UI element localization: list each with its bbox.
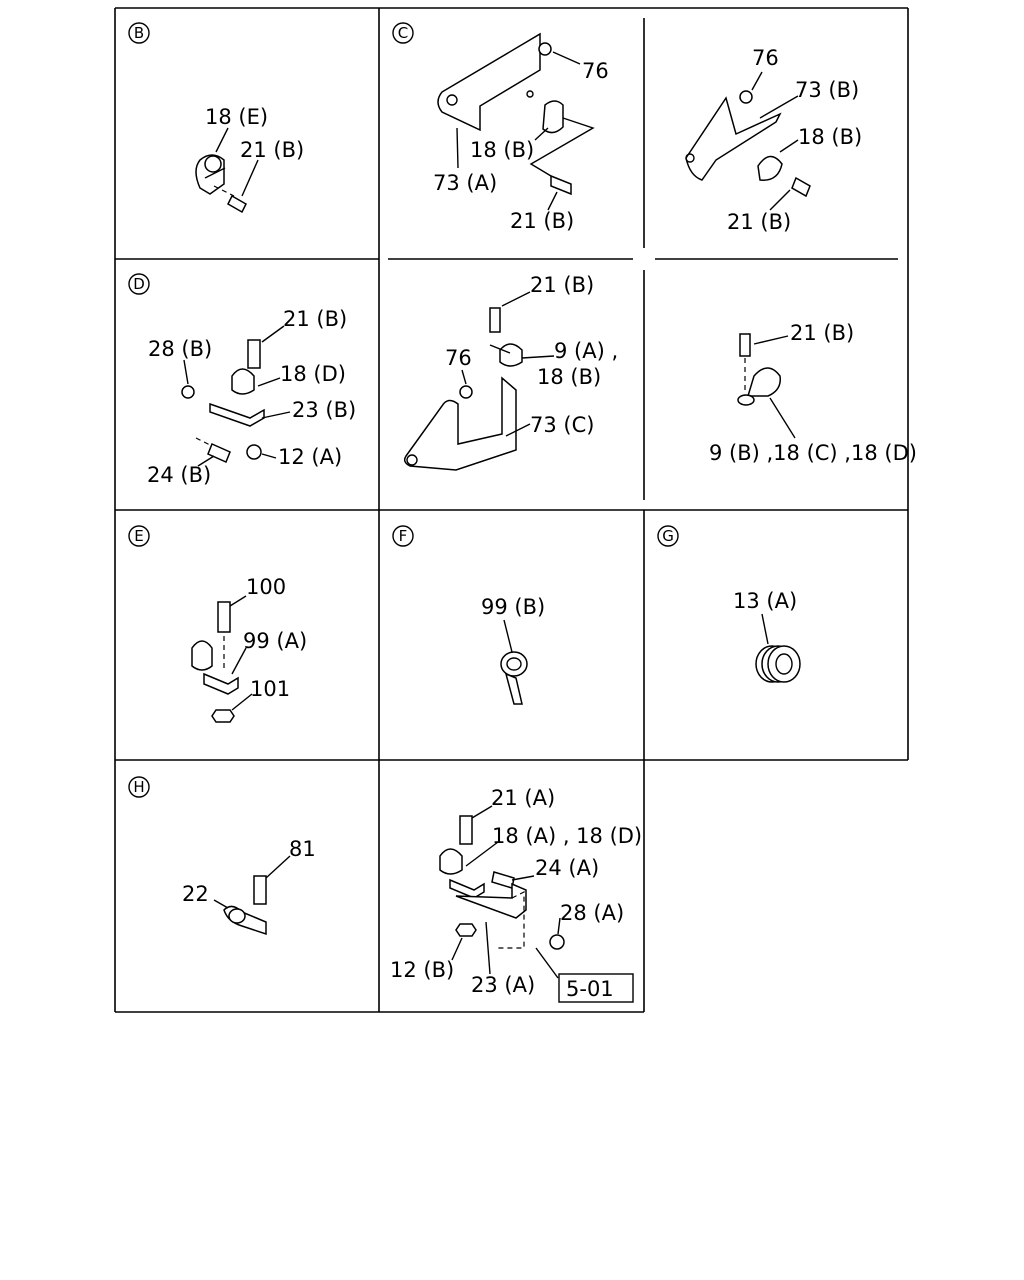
label-21b: 21 (B) — [240, 138, 304, 162]
label-101: 101 — [250, 677, 290, 701]
grid-frame — [114, 7, 909, 1013]
label-73a: 73 (A) — [433, 171, 497, 195]
svg-text:D: D — [133, 275, 145, 293]
label-18a-18d: 18 (A) , 18 (D) — [492, 824, 642, 848]
section-e-drawing — [191, 595, 253, 723]
label-18b: 18 (B) — [537, 365, 601, 389]
section-c-left-drawing — [437, 32, 595, 211]
label-9b-18c-18d: 9 (B) ,18 (C) ,18 (D) — [709, 441, 917, 465]
label-76: 76 — [582, 59, 609, 83]
label-21b: 21 (B) — [510, 209, 574, 233]
label-18d: 18 (D) — [280, 362, 346, 386]
label-76: 76 — [445, 346, 472, 370]
section-f-drawing — [500, 619, 528, 705]
label-18b: 18 (B) — [798, 125, 862, 149]
label-99b: 99 (B) — [481, 595, 545, 619]
section-d-left-drawing — [181, 325, 291, 467]
section-d-mid-drawing — [403, 291, 555, 471]
section-marker-b: B — [128, 22, 150, 44]
section-marker-e: E — [128, 525, 150, 547]
section-marker-f: F — [392, 525, 414, 547]
label-21b: 21 (B) — [530, 273, 594, 297]
label-24b: 24 (B) — [147, 463, 211, 487]
section-c-right-drawing — [685, 71, 811, 211]
label-23b: 23 (B) — [292, 398, 356, 422]
label-21b: 21 (B) — [283, 307, 347, 331]
section-marker-g: G — [657, 525, 679, 547]
section-d-right-drawing — [737, 333, 796, 439]
section-marker-h: H — [128, 776, 150, 798]
page-reference: 5-01 — [566, 977, 614, 1001]
label-22: 22 — [182, 882, 209, 906]
label-28b: 28 (B) — [148, 337, 212, 361]
section-g-drawing — [755, 613, 801, 683]
label-28a: 28 (A) — [560, 901, 624, 925]
svg-text:G: G — [662, 527, 674, 545]
label-81: 81 — [289, 837, 316, 861]
label-99a: 99 (A) — [243, 629, 307, 653]
label-73b: 73 (B) — [795, 78, 859, 102]
label-76: 76 — [752, 46, 779, 70]
svg-text:F: F — [399, 527, 408, 545]
svg-text:B: B — [134, 24, 144, 42]
label-9a: 9 (A) , — [554, 339, 618, 363]
label-23a: 23 (A) — [471, 973, 535, 997]
label-18e: 18 (E) — [205, 105, 268, 129]
label-21b: 21 (B) — [727, 210, 791, 234]
section-h-left-drawing — [213, 855, 291, 936]
label-18b: 18 (B) — [470, 138, 534, 162]
label-12b: 12 (B) — [390, 958, 454, 982]
section-h-right-drawing — [439, 805, 565, 979]
label-73c: 73 (C) — [530, 413, 594, 437]
page-reference-box: 5-01 — [558, 973, 634, 1003]
svg-text:E: E — [134, 527, 143, 545]
section-b-drawing — [195, 127, 259, 214]
label-13a: 13 (A) — [733, 589, 797, 613]
label-21a: 21 (A) — [491, 786, 555, 810]
section-marker-c: C — [392, 22, 414, 44]
label-12a: 12 (A) — [278, 445, 342, 469]
svg-text:C: C — [398, 24, 408, 42]
label-21b: 21 (B) — [790, 321, 854, 345]
label-24a: 24 (A) — [535, 856, 599, 880]
section-marker-d: D — [128, 273, 150, 295]
label-100: 100 — [246, 575, 286, 599]
svg-text:H: H — [133, 778, 144, 796]
